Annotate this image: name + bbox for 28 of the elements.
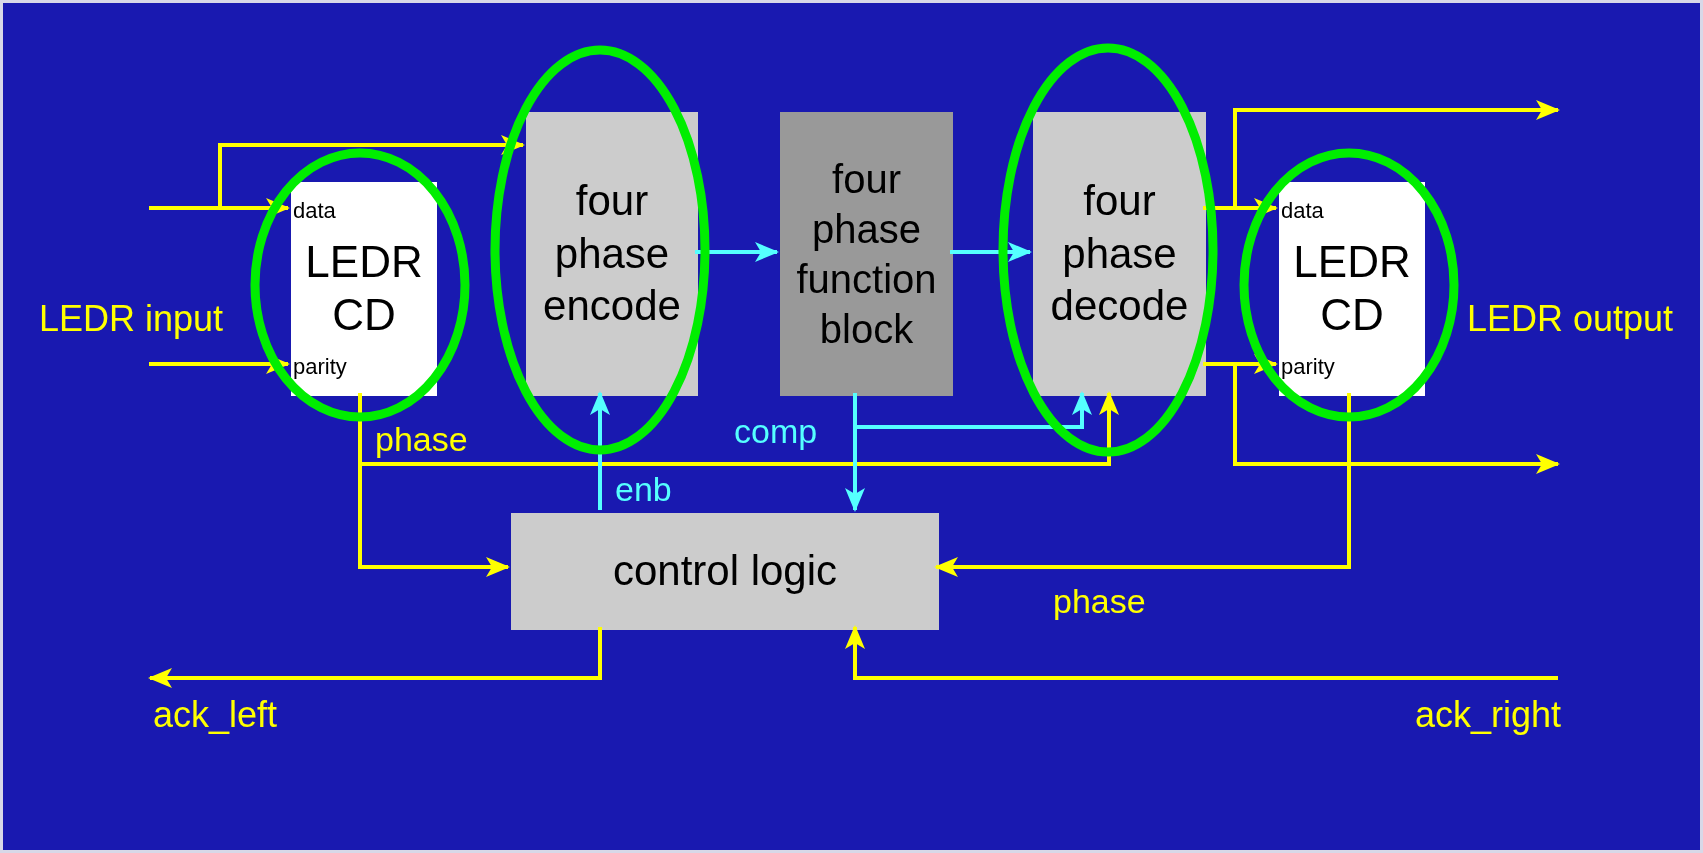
arrow [934, 393, 1351, 577]
arrow [845, 625, 1558, 680]
arrow [695, 242, 779, 262]
arrow [853, 391, 1092, 429]
block-box [511, 513, 939, 630]
signal-label: ack_right [1401, 681, 1561, 739]
block-box [1033, 112, 1206, 396]
block-label: control logic [612, 546, 838, 597]
block-label: four phase encode [542, 176, 682, 332]
arrow [218, 135, 525, 208]
port-label: parity [1280, 354, 1335, 380]
signal-label: ack_left [153, 681, 293, 739]
block-box [780, 112, 953, 396]
block-label: LEDR CD [1292, 236, 1412, 341]
arrow [950, 242, 1032, 262]
block-box [526, 112, 698, 396]
block-label: LEDR CD [304, 236, 424, 341]
block-label: four phase decode [1049, 176, 1190, 332]
arrow [148, 627, 602, 688]
block-box [291, 182, 437, 396]
signal-label: LEDR input [39, 299, 224, 339]
block-label: four phase function block [795, 156, 938, 353]
block-box [1279, 182, 1425, 396]
arrow [590, 391, 610, 510]
port-label: parity [292, 354, 347, 380]
port-label: data [292, 198, 336, 224]
port-label: data [1280, 198, 1324, 224]
signal-label: LEDR output [1467, 299, 1674, 339]
